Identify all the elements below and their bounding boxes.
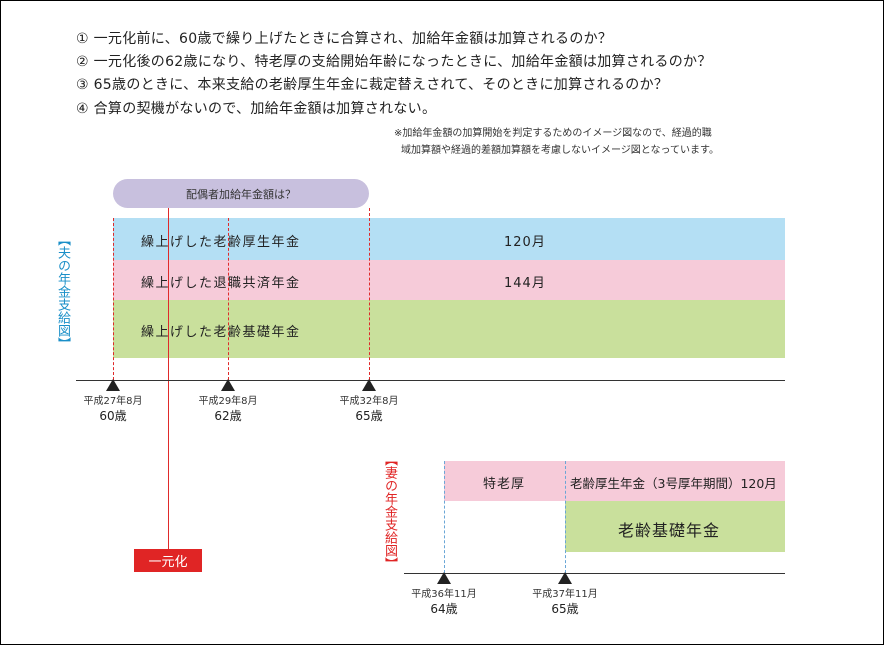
unification-label: 一元化 [134, 549, 202, 572]
tick-date: 平成37年11月 [532, 589, 598, 600]
guide-wife-65 [565, 461, 566, 573]
band-special-pension [444, 461, 565, 501]
note-line-1: ※加給年金額の加算開始を判定するためのイメージ図なので、経過的職 [394, 128, 712, 139]
tick-age: 64歳 [430, 602, 458, 616]
unification-line [168, 208, 169, 550]
tick-date: 平成29年8月 [198, 396, 258, 407]
spouse-addition-pill: 配偶者加給年金額は？ [113, 179, 369, 208]
tick-age: 60歳 [99, 409, 127, 423]
band-wife-employee-pension [565, 461, 785, 501]
wife-employee-pension-label: 老齢厚生年金（3号厚年期間）120月 [570, 476, 777, 491]
tick-label-62: 平成29年8月 62歳 [173, 395, 283, 424]
band-employee-pension-label: 繰上げした老齢厚生年金 [141, 235, 301, 250]
band-basic-pension-label: 繰上げした老齢基礎年金 [141, 325, 301, 340]
wife-chart-title: 【妻の年金支給図】 [382, 453, 397, 570]
tick-age: 62歳 [214, 409, 242, 423]
guide-65 [369, 208, 370, 380]
question-1: ① 一元化前に、60歳で繰り上げたときに合算され、加給年金額は加算されるのか？ [76, 31, 613, 47]
tick-age: 65歳 [551, 602, 579, 616]
tick-marker-64 [437, 572, 451, 584]
wife-basic-pension-label: 老齢基礎年金 [618, 521, 721, 540]
band-employee-pension-value: 120月 [504, 235, 546, 250]
tick-marker-wife-65 [558, 572, 572, 584]
tick-date: 平成27年8月 [83, 396, 143, 407]
band-mutual-pension-label: 繰上げした退職共済年金 [141, 276, 301, 291]
band-mutual-pension [113, 260, 785, 300]
note-line-2: 域加算額や経過的差額加算額を考慮しないイメージ図となっています。 [401, 145, 719, 156]
special-pension-label: 特老厚 [483, 477, 526, 492]
band-basic-pension [113, 300, 785, 358]
tick-marker-62 [221, 379, 235, 391]
tick-marker-65 [362, 379, 376, 391]
band-mutual-pension-value: 144月 [504, 276, 546, 291]
tick-date: 平成32年8月 [339, 396, 399, 407]
wife-axis [404, 573, 785, 574]
question-3: ③ 65歳のときに、本来支給の老齢厚生年金に裁定替えされて、そのときに加算される… [76, 77, 669, 93]
tick-label-60: 平成27年8月 60歳 [58, 395, 168, 424]
tick-marker-60 [106, 379, 120, 391]
question-2: ② 一元化後の62歳になり、特老厚の支給開始年齢になったときに、加給年金額は加算… [76, 54, 712, 70]
tick-label-65: 平成32年8月 65歳 [314, 395, 424, 424]
tick-label-64: 平成36年11月 64歳 [389, 588, 499, 617]
husband-axis [76, 380, 785, 381]
guide-64 [444, 461, 445, 573]
guide-60 [113, 218, 114, 380]
tick-date: 平成36年11月 [411, 589, 477, 600]
tick-age: 65歳 [355, 409, 383, 423]
band-employee-pension [113, 218, 785, 260]
guide-62 [228, 218, 229, 380]
question-4: ④ 合算の契機がないので、加給年金額は加算されない。 [76, 101, 437, 117]
tick-label-wife-65: 平成37年11月 65歳 [510, 588, 620, 617]
husband-chart-title: 【夫の年金支給図】 [55, 233, 70, 350]
band-wife-basic-pension [565, 501, 785, 552]
